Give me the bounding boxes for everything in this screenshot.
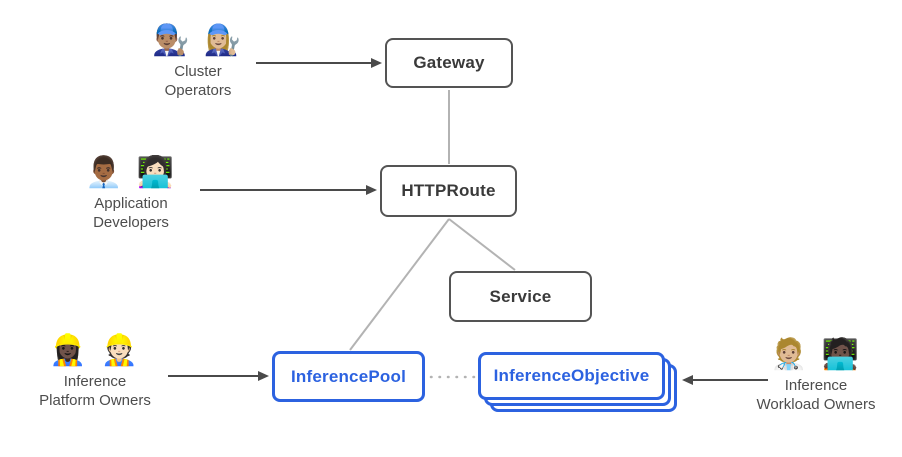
persona-label-line1: Cluster (174, 63, 222, 80)
node-inferenceobjective: InferenceObjective (478, 352, 665, 400)
persona-label-line2: Platform Owners (39, 392, 151, 409)
node-inferencepool: InferencePool (272, 351, 425, 402)
persona-label-line1: Inference (784, 377, 848, 394)
node-httproute: HTTPRoute (380, 165, 517, 217)
workload-owner-emoji-icons: 🧑🏼‍⚕️ 🧑🏿‍💻 (769, 338, 863, 371)
persona-label-line2: Operators (164, 82, 232, 99)
persona-application-developers: 👨🏾‍💼 👩🏻‍💻 Application Developers (51, 154, 211, 232)
persona-label-line2: Workload Owners (756, 396, 876, 413)
persona-cluster-operators: 👨🏽‍🔧 👩🏼‍🔧 Cluster Operators (118, 22, 278, 100)
persona-label-line1: Inference (63, 373, 127, 390)
persona-label: Inference Platform Owners (15, 372, 175, 410)
node-inferenceobjective-stack: InferenceObjective (478, 352, 677, 412)
construction-worker-emoji-icons: 👷🏿‍♀️ 👷🏻 (48, 334, 142, 367)
persona-label-line2: Developers (93, 214, 169, 231)
developer-emoji-icons: 👨🏾‍💼 👩🏻‍💻 (84, 156, 178, 189)
edge-httproute-inferencepool (349, 218, 450, 351)
node-gateway: Gateway (385, 38, 513, 88)
persona-label: Cluster Operators (118, 62, 278, 100)
mechanic-emoji-icons: 👨🏽‍🔧 👩🏼‍🔧 (151, 24, 245, 57)
edge-httproute-service (448, 218, 516, 271)
persona-inference-workload-owners: 🧑🏼‍⚕️ 🧑🏿‍💻 Inference Workload Owners (736, 336, 896, 414)
node-service: Service (449, 271, 592, 322)
persona-label: Inference Workload Owners (736, 376, 896, 414)
persona-inference-platform-owners: 👷🏿‍♀️ 👷🏻 Inference Platform Owners (15, 332, 175, 410)
persona-label: Application Developers (51, 194, 211, 232)
persona-label-line1: Application (94, 195, 168, 212)
